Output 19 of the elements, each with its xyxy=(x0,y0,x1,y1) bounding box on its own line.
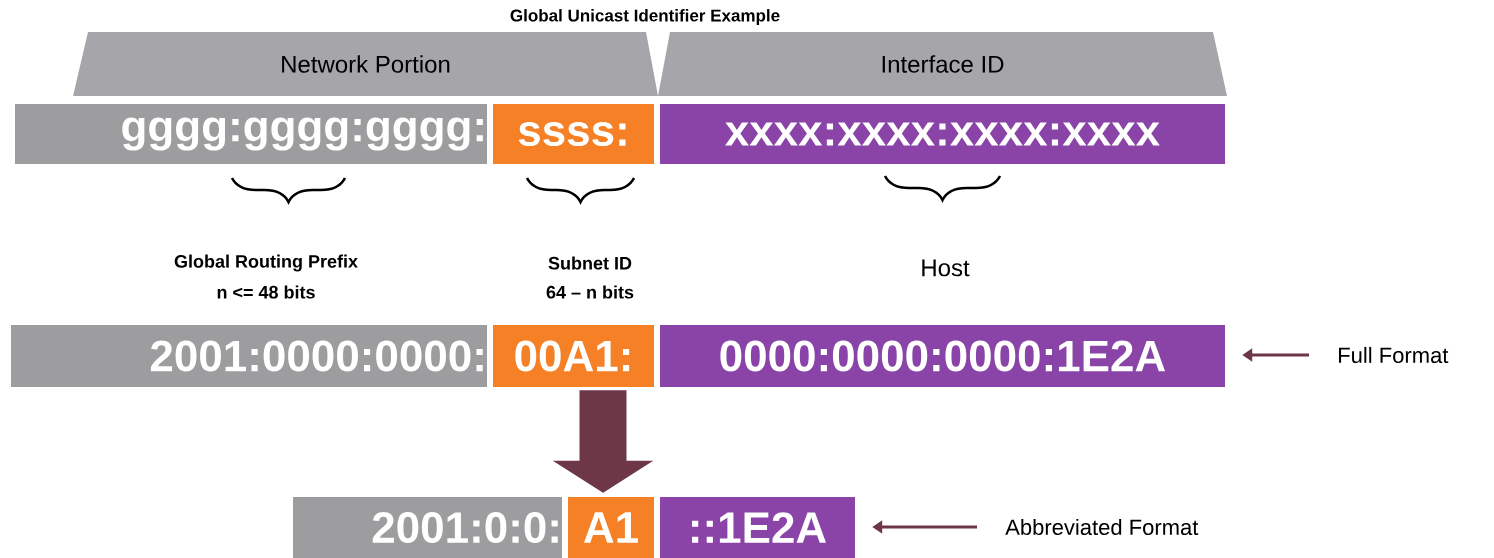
address-segment: ssss: xyxy=(493,104,654,164)
field-label: n <= 48 bits xyxy=(217,285,315,299)
format-label: Abbreviated Format xyxy=(1005,518,1199,536)
format-label: Full Format xyxy=(1339,346,1449,364)
address-segment: gggg:gggg:gggg: xyxy=(15,104,487,164)
address-segment: 00A1: xyxy=(493,325,654,387)
address-segment: 2001:0:0: xyxy=(293,497,562,558)
field-label: Subnet ID xyxy=(548,256,632,270)
address-segment: xxxx:xxxx:xxxx:xxxx xyxy=(660,104,1225,164)
field-label: Global Routing Prefix xyxy=(174,254,358,272)
title: Global Unicast Identifier Example xyxy=(510,9,780,25)
header-band: Network Portion xyxy=(73,32,658,96)
address-segment: ::1E2A xyxy=(660,497,855,558)
field-label: 64 – n bits xyxy=(546,285,634,299)
address-segment: 2001:0000:0000: xyxy=(11,325,487,387)
address-segment: 0000:0000:0000:1E2A xyxy=(660,325,1225,387)
header-band: Interface ID xyxy=(658,32,1227,96)
address-segment: A1 xyxy=(568,497,654,558)
field-label: Host xyxy=(922,259,970,277)
